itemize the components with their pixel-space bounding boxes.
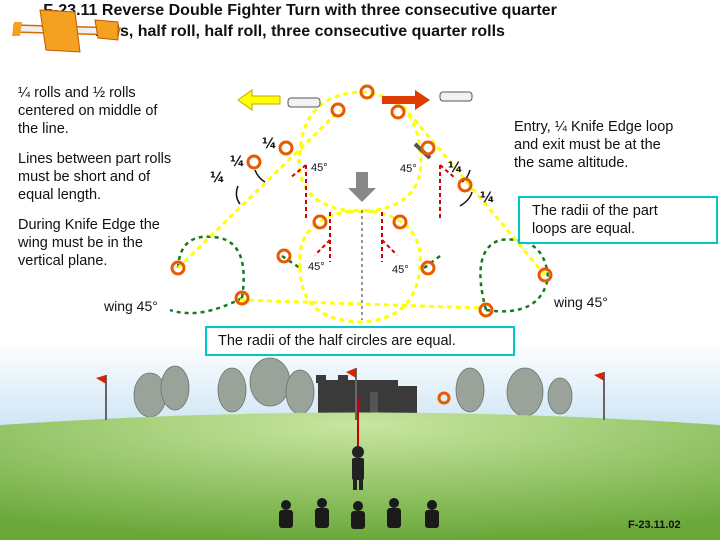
angle-label: 45° [400, 163, 417, 175]
tree-icon [133, 357, 573, 418]
flag-icon [96, 368, 605, 420]
note-radii-part-loops-box: The radii of the part loops are equal. [518, 196, 718, 244]
note-line: must be short and of [18, 169, 151, 185]
title-line-1: F-23.11 Reverse Double Fighter Turn with… [43, 2, 557, 19]
arrow-icon [348, 172, 376, 202]
airplane-icon [12, 9, 121, 53]
angle-label: 45° [308, 261, 325, 273]
note-line: the line. [18, 121, 69, 137]
note-line: wing must be in the [18, 235, 143, 251]
note-line: The radii of the part [532, 203, 658, 219]
roll-marker-icon [437, 391, 451, 405]
note-line: Lines between part rolls [18, 151, 172, 167]
note-line: centered on middle of [18, 103, 158, 119]
note-line: Entry, ¼ Knife Edge loop [514, 119, 674, 135]
angle-label: 45° [392, 264, 409, 276]
note-half-circles-box: The radii of the half circles are equal. [205, 326, 515, 356]
rotation-arrow [235, 169, 473, 207]
roll-marker-icon [170, 84, 553, 318]
angle-guide [289, 164, 456, 262]
airplane-icon [287, 91, 473, 160]
page-title: F-23.11 Reverse Double Fighter Turn with… [0, 0, 600, 42]
note-rolls-centered: ¼ rolls and ½ rolls centered on middle o… [18, 84, 157, 138]
judge-icon [279, 498, 439, 529]
note-entry: Entry, ¼ Knife Edge loop and exit must b… [514, 118, 673, 172]
angle-label: 45° [311, 162, 328, 174]
note-line: and exit must be at the [514, 137, 661, 153]
note-line: loops are equal. [532, 221, 636, 237]
note-line: vertical plane. [18, 253, 108, 269]
figure-code: F-23.11.02 [628, 519, 681, 531]
note-line: equal length. [18, 187, 102, 203]
note-line: ¼ rolls and ½ rolls [18, 85, 136, 101]
note-lines-between: Lines between part rolls must be short a… [18, 150, 171, 204]
arrow-icon [237, 89, 430, 111]
quarter-label: ¼ [230, 154, 245, 170]
title-line-2: rolls, half roll, half roll, three conse… [95, 23, 505, 40]
quarter-label: ¼ [480, 190, 495, 206]
note-half-circles: The radii of the half circles are equal. [218, 333, 456, 349]
quarter-label: ¼ [210, 170, 225, 186]
note-line: During Knife Edge the [18, 217, 160, 233]
quarter-label: ¼ [448, 160, 463, 176]
note-line: the same altitude. [514, 155, 629, 171]
yellow-flight-path [176, 90, 547, 324]
wing-label-left: wing 45° [104, 298, 158, 314]
pilot-icon [352, 446, 364, 490]
wing-label-right: wing 45° [554, 294, 608, 310]
note-radii-part-loops: The radii of the part loops are equal. [532, 202, 658, 238]
quarter-label: ¼ [262, 136, 277, 152]
green-flight-path [169, 235, 550, 315]
note-knife-edge: During Knife Edge the wing must be in th… [18, 216, 160, 270]
